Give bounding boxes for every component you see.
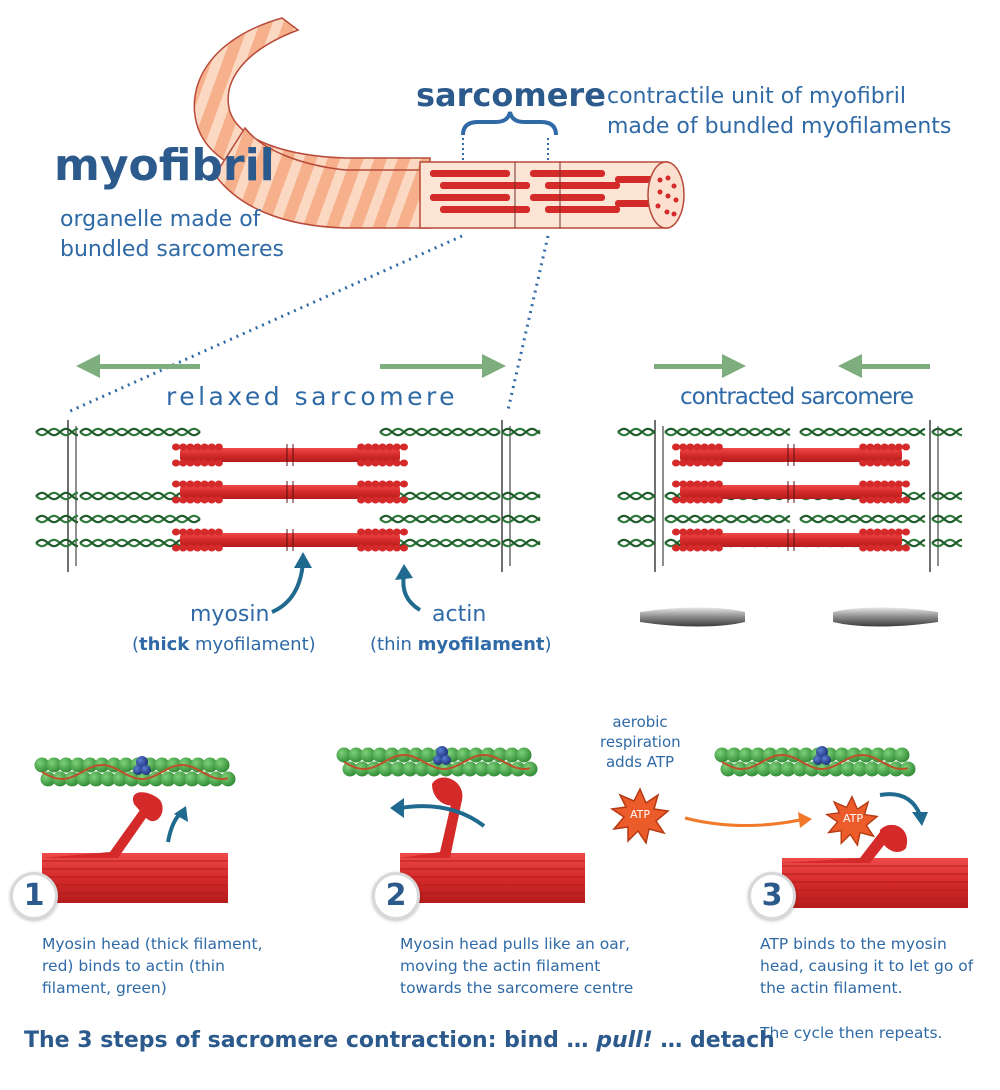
actin-filament — [931, 491, 963, 501]
actin-filament — [931, 538, 963, 548]
footer-title: The 3 steps of sacromere contraction: bi… — [24, 1028, 775, 1053]
actin-filament — [501, 514, 541, 524]
fork-photo — [640, 598, 938, 630]
actin-filament — [799, 514, 926, 524]
actin-filament — [379, 514, 501, 524]
z-disc — [654, 420, 664, 572]
sarcomere-brace — [461, 111, 558, 136]
step-3-line-3: the actin filament. — [760, 979, 903, 997]
thick-filament — [782, 858, 968, 908]
myosin-sublabel: (thick myofilament) — [132, 634, 316, 655]
actin-filament — [35, 538, 79, 548]
aerobic-line-2: respiration — [600, 733, 681, 751]
step-2-line-2: moving the actin filament — [400, 957, 601, 975]
actin-filament — [35, 491, 79, 501]
step-1-line-1: Myosin head (thick filament, — [42, 935, 263, 953]
step-2-line-3: towards the sarcomere centre — [400, 979, 634, 997]
step-1-line-3: filament, green) — [42, 979, 167, 997]
thick-filament — [400, 853, 585, 903]
actin-filament — [931, 514, 963, 524]
actin-filament — [617, 538, 656, 548]
actin-filament — [35, 514, 79, 524]
step-1-line-2: red) binds to actin (thin — [42, 957, 225, 975]
actin-filament — [35, 427, 79, 437]
actin-filament — [664, 427, 791, 437]
relaxed-sarcomere-diagram — [35, 420, 541, 572]
step-3-number: 3 — [748, 872, 796, 920]
zoom-line-left — [67, 234, 463, 414]
step-1-number: 1 — [10, 872, 58, 920]
actin-label: actin — [432, 602, 487, 627]
step-1-caption: Myosin head (thick filament, red) binds … — [42, 933, 263, 999]
sarcomere-title: sarcomere — [416, 76, 606, 114]
actin-filament — [379, 427, 501, 437]
step-2-caption: Myosin head pulls like an oar, moving th… — [400, 933, 633, 999]
myofibril-title: myofibril — [54, 140, 275, 191]
actin-sublabel: (thin myofilament) — [370, 634, 552, 655]
actin-filament — [79, 427, 201, 437]
contracted-sarcomere-diagram — [617, 420, 963, 572]
thick-filament — [42, 853, 228, 903]
myofibril-illustration — [193, 17, 685, 229]
actin-filament — [931, 427, 963, 437]
myofibril-desc-2: bundled sarcomeres — [60, 237, 285, 262]
atp-burst-left — [609, 787, 670, 845]
atp-label-right: ATP — [842, 812, 864, 825]
actin-bead-strand — [714, 747, 916, 777]
myosin-filament — [172, 480, 408, 504]
step-2-line-1: Myosin head pulls like an oar, — [400, 935, 631, 953]
aerobic-line-3: adds ATP — [605, 753, 675, 771]
step-2-number: 2 — [372, 872, 420, 920]
relaxed-label: relaxed sarcomere — [166, 382, 459, 411]
actin-bead-strand — [34, 757, 236, 787]
sarcomere-desc-1: contractile unit of myofibril — [607, 84, 906, 109]
actin-filament — [501, 427, 541, 437]
myosin-filament — [672, 443, 910, 467]
actin-filament — [501, 538, 541, 548]
contracted-label: contracted sarcomere — [680, 384, 914, 410]
actin-filament — [79, 514, 201, 524]
actin-filament — [617, 491, 656, 501]
actin-filament — [799, 427, 926, 437]
myosin-label: myosin — [190, 602, 270, 627]
myosin-filament — [172, 443, 408, 467]
actin-filament — [501, 491, 541, 501]
contraction-steps-art — [34, 746, 968, 908]
step-3-caption: ATP binds to the myosin head, causing it… — [760, 933, 973, 999]
cycle-note: The cycle then repeats. — [760, 1024, 943, 1042]
myosin-filament — [172, 528, 408, 552]
aerobic-line-1: aerobic — [612, 713, 668, 731]
z-disc — [929, 420, 939, 572]
direction-arrows — [76, 354, 930, 378]
actin-filament — [617, 427, 656, 437]
myosin-filament — [672, 480, 910, 504]
step-3-line-2: head, causing it to let go of — [760, 957, 974, 975]
atp-burst-right — [824, 794, 879, 847]
myosin-filament — [672, 528, 910, 552]
actin-filament — [664, 514, 791, 524]
aerobic-respiration-note: aerobic respiration adds ATP — [600, 712, 681, 772]
sarcomere-desc-2: made of bundled myofilaments — [607, 114, 952, 139]
step-3-line-1: ATP binds to the myosin — [760, 935, 947, 953]
actin-filament — [617, 514, 656, 524]
atp-label-left: ATP — [629, 808, 651, 821]
myofibril-desc-1: organelle made of — [60, 207, 261, 232]
zoom-line-right — [506, 235, 550, 411]
